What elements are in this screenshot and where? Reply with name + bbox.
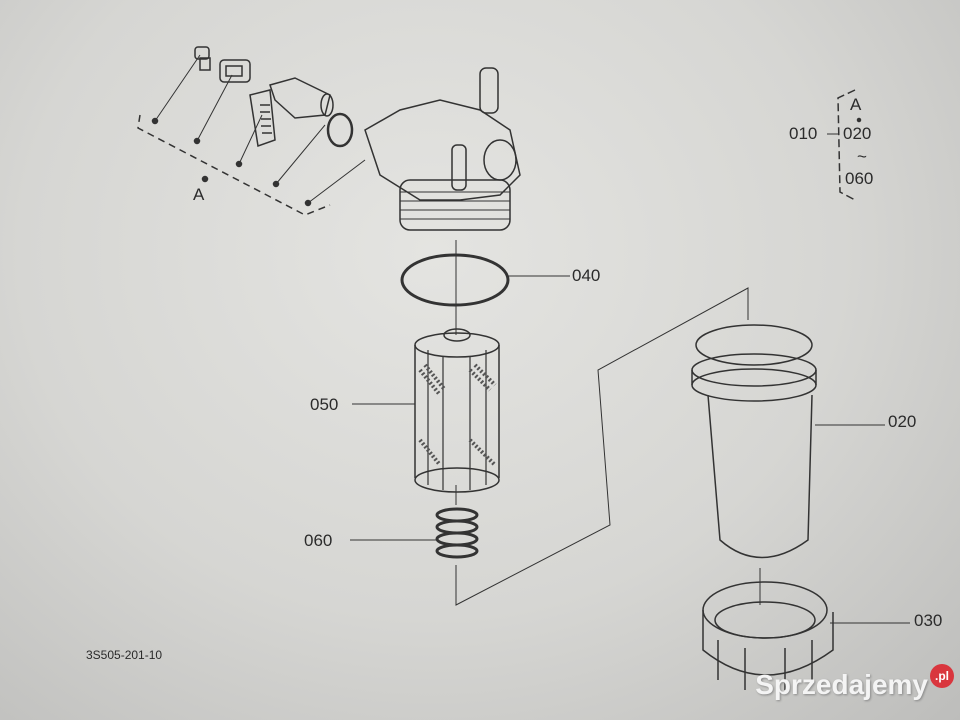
filter-element-050 [414, 328, 500, 493]
legend-tilde: ~ [857, 147, 867, 166]
callout-030: 030 [914, 611, 943, 630]
filter-head [364, 67, 521, 231]
legend-parent: 010 [789, 124, 818, 143]
o-ring-040 [400, 253, 510, 307]
group-a-bracket [137, 114, 331, 216]
watermark-badge: .pl [930, 664, 954, 688]
valve-cock [269, 77, 334, 119]
callout-050: 050 [310, 395, 339, 414]
callout-020: 020 [888, 412, 917, 431]
legend-group: A [850, 95, 862, 114]
watermark-logo: Sprzedajemy [755, 669, 928, 700]
screw-part [194, 46, 211, 71]
callout-060: 060 [304, 531, 333, 550]
lever-part [249, 89, 276, 148]
callout-040: 040 [572, 266, 601, 285]
legend-to: 060 [845, 169, 874, 188]
watermark: Sprzedajemy .pl [755, 664, 954, 702]
legend-bracket [837, 89, 856, 201]
legend-from: 020 [843, 124, 872, 143]
o-ring-small [326, 112, 354, 148]
leader-dots [151, 117, 312, 207]
ring-nut-030 [702, 581, 834, 690]
filter-bowl-020 [691, 324, 817, 559]
figure-code: 3S505-201-10 [86, 648, 163, 662]
fitting-part [219, 59, 251, 83]
group-a-label: A [193, 185, 205, 204]
spring-060 [435, 507, 479, 559]
